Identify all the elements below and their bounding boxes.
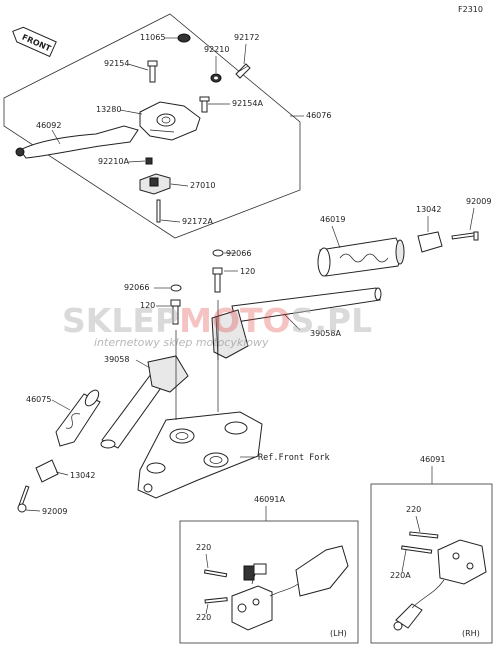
label-92066-left: 92066 (124, 283, 149, 292)
label-92009-left: 92009 (42, 507, 67, 516)
watermark-brand-right: S.PL (291, 301, 373, 340)
lh-switch-frame (179, 520, 359, 644)
watermark: SKLEPMOTOS.PL internetowy sklep motocykl… (62, 301, 372, 349)
label-46092: 46092 (36, 121, 61, 130)
label-92154: 92154 (104, 59, 129, 68)
watermark-brand-left: SKLEP (62, 301, 179, 340)
left-grip-parts (17, 389, 101, 513)
label-46076: 46076 (306, 111, 331, 120)
label-46075: 46075 (26, 395, 51, 404)
watermark-tagline: internetowy sklep motocyklowy (94, 336, 269, 349)
label-46091: 46091 (420, 455, 445, 464)
label-92210: 92210 (204, 45, 229, 54)
label-11065: 11065 (140, 33, 165, 42)
label-220-lh-top: 220 (196, 543, 211, 552)
front-arrow-icon: FRONT (12, 26, 57, 58)
label-220-rh: 220 (406, 505, 421, 514)
label-39058: 39058 (104, 355, 129, 364)
left-handlebar (100, 284, 189, 449)
svg-text:SKLEPMOTOS.PL: SKLEPMOTOS.PL (62, 301, 372, 340)
label-92172A: 92172A (182, 217, 213, 226)
label-92172: 92172 (234, 33, 259, 42)
lever-assembly-frame (3, 13, 301, 239)
label-92009-right: 92009 (466, 197, 491, 206)
rh-switch-frame (370, 483, 493, 644)
label-46019: 46019 (320, 215, 345, 224)
diagram-code: F2310 (458, 5, 483, 14)
lh-switch-parts (203, 545, 349, 631)
right-handlebar (211, 249, 382, 361)
label-27010: 27010 (190, 181, 215, 190)
label-ref-front-fork: Ref.Front Fork (258, 453, 330, 463)
right-grip-parts (317, 231, 479, 277)
label-120-right: 120 (240, 267, 255, 276)
label-220-lh-bottom: 220 (196, 613, 211, 622)
label-120-left: 120 (140, 301, 155, 310)
fork-top-bridge (137, 300, 263, 499)
label-92154A: 92154A (232, 99, 263, 108)
label-39058A: 39058A (310, 329, 341, 338)
label-92066-right: 92066 (226, 249, 251, 258)
rh-switch-parts (393, 531, 487, 631)
label-13280: 13280 (96, 105, 121, 114)
master-cylinder-parts (15, 33, 251, 223)
label-lh: (LH) (330, 629, 347, 638)
watermark-brand-mid: MOTO (179, 301, 290, 340)
label-92210A: 92210A (98, 157, 129, 166)
label-13042-right: 13042 (416, 205, 441, 214)
label-46091A: 46091A (254, 495, 285, 504)
label-220A-rh: 220A (390, 571, 411, 580)
label-rh: (RH) (462, 629, 480, 638)
label-13042-left: 13042 (70, 471, 95, 480)
